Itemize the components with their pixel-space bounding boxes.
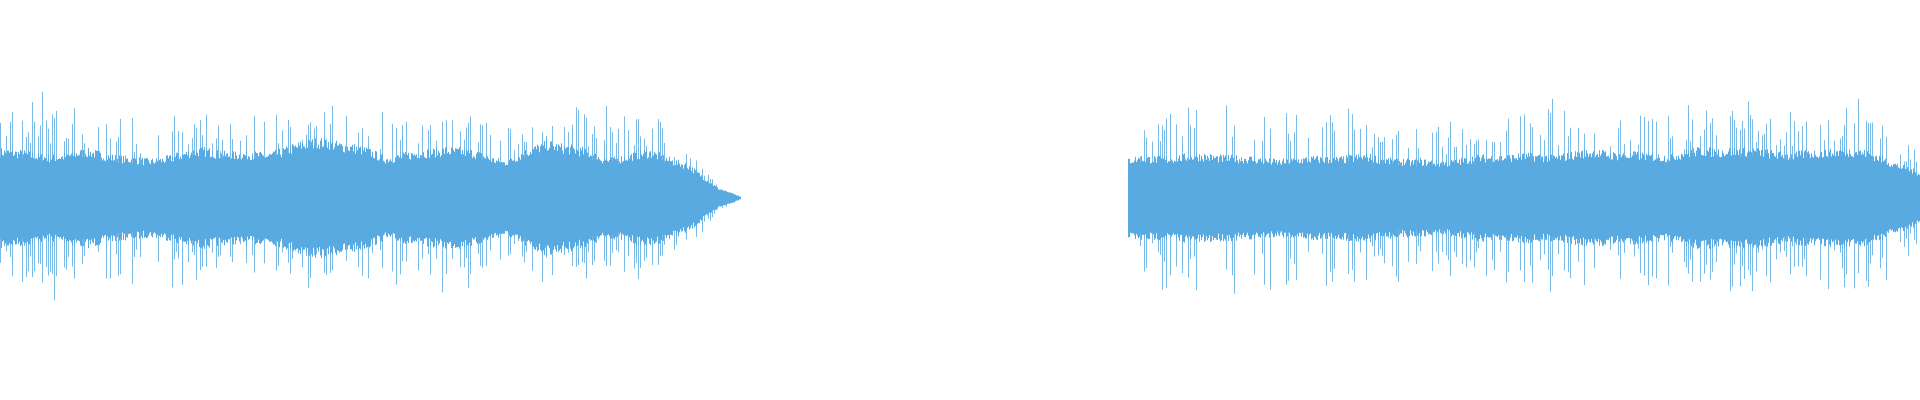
- waveform-clip-1[interactable]: [0, 91, 741, 301]
- waveform-body: [0, 137, 741, 259]
- waveform-clip-2[interactable]: [1128, 98, 1920, 294]
- waveform-transients: [0, 91, 735, 301]
- waveform-transients: [1140, 98, 1917, 294]
